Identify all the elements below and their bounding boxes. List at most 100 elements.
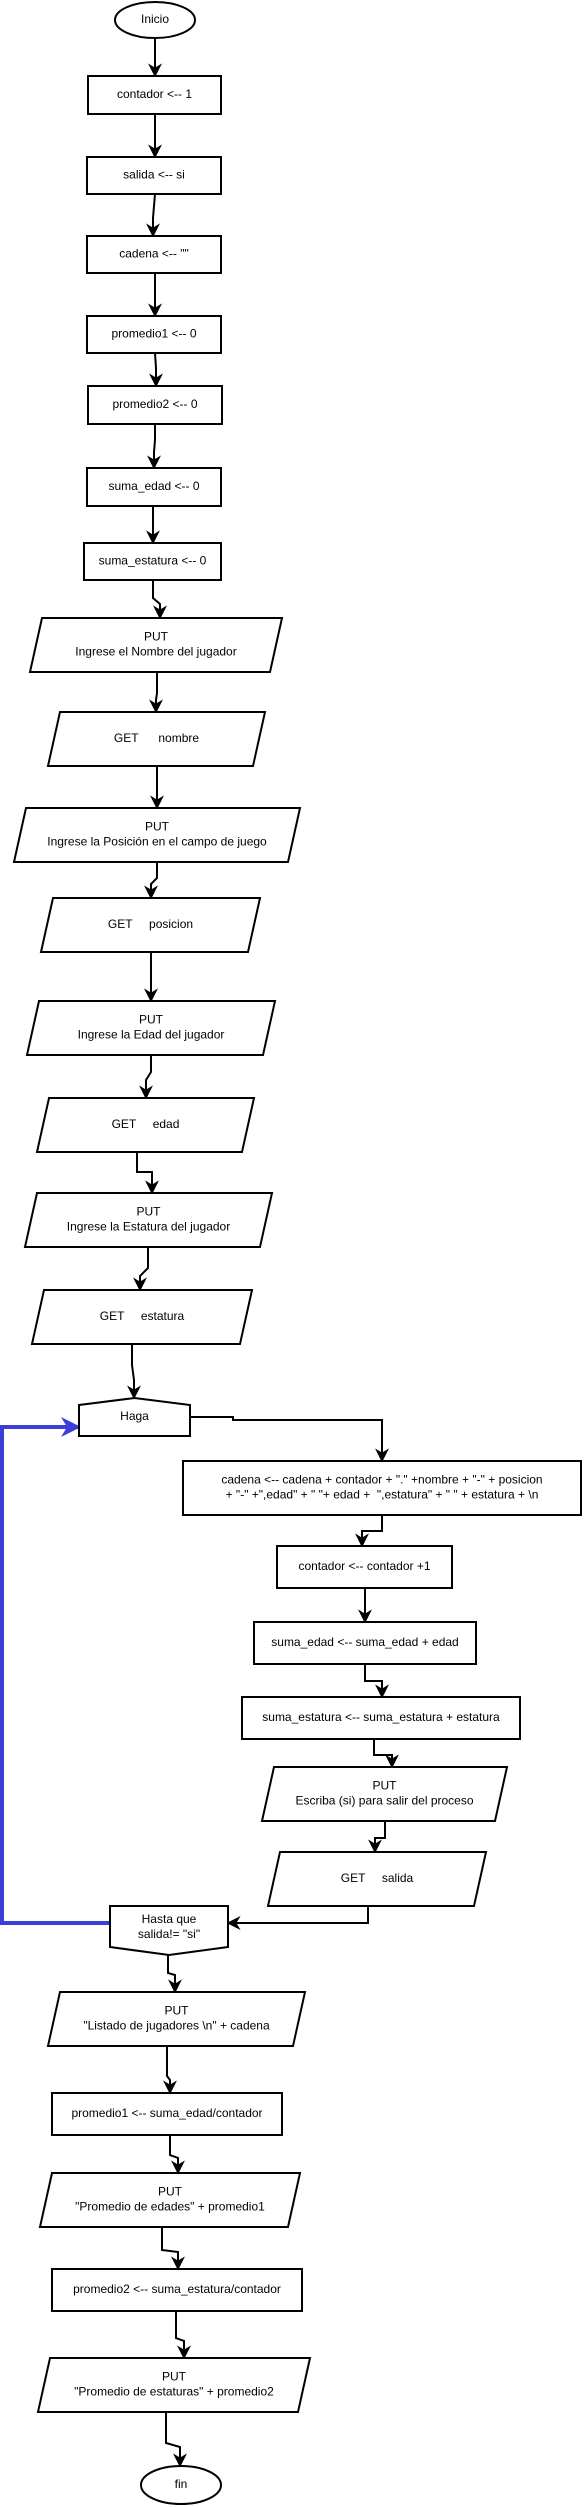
node-label-line: salida <-- si — [123, 168, 185, 182]
node-shape — [46, 1991, 307, 2047]
connector-arrow — [139, 1055, 153, 1100]
node-shape — [36, 2357, 312, 2413]
terminator-node-fin: fin — [140, 2465, 222, 2505]
node-label-line: PUT — [162, 2370, 187, 2384]
node-shape — [51, 2092, 283, 2136]
io-node-g-edad: GET edad — [35, 1097, 256, 1153]
connector-arrow — [226, 1906, 369, 1930]
process-node-acc-est: suma_estatura <-- suma_estatura + estatu… — [241, 1696, 521, 1740]
connector-arrow — [355, 1515, 383, 1548]
node-shape — [260, 1766, 509, 1822]
process-node-n-prom1: promedio1 <-- 0 — [86, 315, 222, 354]
terminator-node-inicio: Inicio — [114, 1, 196, 39]
node-label-line: suma_edad <-- suma_edad + edad — [271, 1635, 458, 1649]
connector-arrow — [127, 1344, 141, 1400]
node-shape — [23, 1192, 274, 1248]
connector-arrow — [163, 2046, 177, 2095]
io-node-p-lista: PUT"Listado de jugadores \n" + cadena — [46, 1991, 307, 2047]
connector-arrow — [373, 1739, 399, 1769]
node-shape — [83, 542, 222, 581]
node-shape — [12, 807, 302, 863]
node-shape — [114, 1, 196, 39]
connector-arrow — [149, 352, 163, 388]
connector-arrow — [136, 1152, 159, 1195]
node-shape — [25, 1000, 277, 1056]
node-shape — [86, 235, 222, 274]
node-label-line: promedio1 <-- 0 — [111, 327, 196, 341]
node-shape — [182, 1460, 582, 1516]
connector-arrow — [190, 1416, 389, 1463]
node-label-line: PUT — [144, 630, 169, 644]
loop-back-arrow — [0, 1417, 110, 1925]
node-shape — [78, 1396, 191, 1437]
node-label-line: fin — [175, 2477, 188, 2491]
process-node-calc2: promedio2 <-- suma_estatura/contador — [51, 2268, 303, 2312]
process-node-concat: cadena <-- cadena + contador + "." +nomb… — [182, 1460, 582, 1516]
node-label-line: "Promedio de estaturas" + promedio2 — [74, 2385, 274, 2399]
node-label-line: "Promedio de edades" + promedio1 — [75, 2200, 265, 2214]
node-shape — [87, 75, 222, 115]
io-node-g-salida: GET salida — [266, 1851, 488, 1907]
node-label-line: Ingrese la Posición en el campo de juego — [47, 835, 267, 849]
node-shape — [253, 1621, 477, 1665]
node-label-line: PUT — [145, 820, 170, 834]
io-node-p-prom2: PUT"Promedio de estaturas" + promedio2 — [36, 2357, 312, 2413]
io-node-g-pos: GET posicion — [39, 897, 262, 953]
process-node-n-salida: salida <-- si — [86, 156, 222, 195]
node-shape — [276, 1545, 453, 1589]
node-label-line: Haga — [120, 1409, 149, 1423]
node-label-line: GET estatura — [100, 1309, 185, 1323]
node-label-line: + "-" +",edad" + " "+ edad + ",estatura"… — [226, 1488, 539, 1502]
node-label-line: PUT — [137, 1205, 162, 1219]
connector-arrow — [147, 424, 161, 470]
node-shape — [28, 617, 284, 673]
connector-arrow — [161, 2227, 185, 2271]
node-shape — [87, 385, 223, 425]
node-label-line: GET nombre — [114, 731, 199, 745]
node-label-line: GET edad — [112, 1117, 180, 1131]
node-label-line: Escriba (si) para salir del proceso — [295, 1794, 473, 1808]
node-label-line: Hasta que — [142, 1912, 197, 1926]
process-node-n-prom2: promedio2 <-- 0 — [87, 385, 223, 425]
connector-arrow — [175, 2311, 191, 2360]
node-label-line: suma_estatura <-- 0 — [99, 554, 207, 568]
node-shape — [241, 1696, 521, 1740]
io-node-g-nombre: GET nombre — [46, 711, 267, 767]
connector-arrow — [144, 862, 158, 900]
node-shape — [39, 897, 262, 953]
node-label-line: contador <-- contador +1 — [298, 1559, 430, 1573]
connector-arrow — [167, 1955, 182, 1994]
connector-arrow — [364, 1664, 389, 1699]
node-shape — [30, 1289, 254, 1345]
process-node-n-cadena: cadena <-- "" — [86, 235, 222, 274]
connector-arrow — [133, 1247, 149, 1292]
process-node-n-sest: suma_estatura <-- 0 — [83, 542, 222, 581]
node-label-line: promedio1 <-- suma_edad/contador — [71, 2106, 262, 2120]
node-shape — [38, 2172, 302, 2228]
node-label-line: PUT — [158, 2185, 183, 2199]
node-label-line: GET posicion — [108, 917, 193, 931]
node-label-line: PUT — [139, 1013, 164, 1027]
node-label-line: cadena <-- cadena + contador + "." +nomb… — [221, 1473, 542, 1487]
node-label-line: "Listado de jugadores \n" + cadena — [83, 2019, 270, 2033]
node-label-line: Inicio — [141, 12, 169, 26]
process-node-acc-edad: suma_edad <-- suma_edad + edad — [253, 1621, 477, 1665]
node-shape — [109, 1905, 229, 1957]
process-node-inc: contador <-- contador +1 — [276, 1545, 453, 1589]
connector-arrow — [368, 1821, 386, 1854]
node-label-line: Ingrese la Edad del jugador — [78, 1028, 225, 1042]
node-shape — [86, 156, 222, 195]
node-label-line: PUT — [165, 2004, 190, 2018]
node-shape — [46, 711, 267, 767]
node-shape — [86, 467, 222, 507]
process-node-n-sedad: suma_edad <-- 0 — [86, 467, 222, 507]
node-label-line: cadena <-- "" — [119, 247, 189, 261]
connector-arrow — [152, 580, 167, 620]
process-node-calc1: promedio1 <-- suma_edad/contador — [51, 2092, 283, 2136]
